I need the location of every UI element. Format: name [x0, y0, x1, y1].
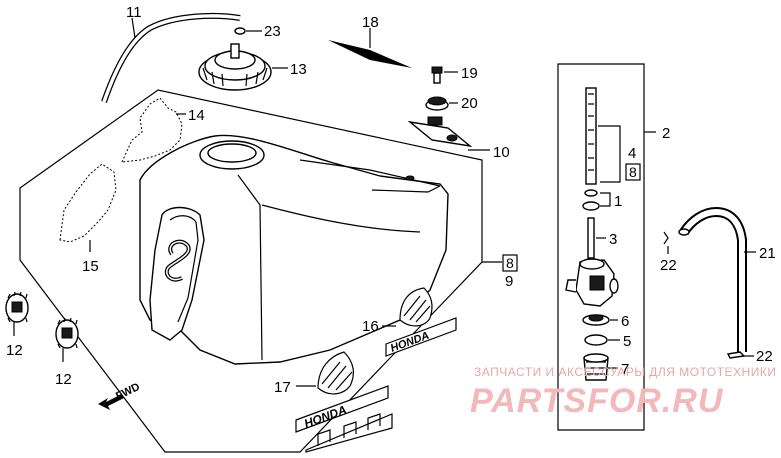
forward-arrow-icon: FWD: [98, 381, 142, 410]
cushion-12-b: [55, 317, 79, 349]
clip-22-a: [663, 231, 669, 245]
o-ring-5: [584, 334, 608, 346]
label-21: 21: [759, 245, 776, 262]
label-17: 17: [274, 379, 291, 396]
label-9: 9: [505, 273, 513, 290]
label-22a: 22: [660, 257, 677, 274]
filler-cap-13: [198, 43, 272, 91]
washer-20: [425, 96, 449, 111]
label-1: 1: [614, 193, 622, 210]
clip-23: [234, 27, 246, 35]
sediment-cup-7: [583, 353, 609, 381]
label-20: 20: [461, 95, 478, 112]
label-19: 19: [461, 65, 478, 82]
boxed-8-tank: [502, 254, 518, 272]
boxed-8-petcock: [625, 163, 641, 181]
breather-tube-11: [101, 12, 241, 103]
strainer-tube-4: [585, 87, 597, 185]
bracket-10: [407, 116, 473, 148]
tube-3: [587, 217, 595, 259]
bolt-19: [431, 66, 443, 84]
label-10: 10: [493, 144, 510, 161]
tank-assembly-outline: [19, 89, 483, 453]
honda-text-17: HONDA: [302, 403, 348, 431]
watermark-brand: PARTSFOR.RU: [470, 382, 724, 420]
petcock-valve: [565, 258, 619, 307]
decal-14: [121, 97, 183, 163]
label-12a: 12: [6, 342, 23, 359]
strip-18: [328, 40, 412, 68]
label-18: 18: [362, 14, 379, 31]
label-5: 5: [623, 333, 631, 350]
label-16: 16: [362, 318, 379, 335]
label-13: 13: [290, 61, 307, 78]
o-ring-1b: [582, 201, 600, 211]
label-15: 15: [82, 258, 99, 275]
fuel-hose-21: [678, 206, 747, 352]
petcock-assembly-outline: [557, 63, 645, 431]
label-23: 23: [264, 23, 281, 40]
label-8-petcock: 8: [629, 164, 637, 180]
cushion-12-a: [5, 291, 29, 323]
label-12b: 12: [55, 371, 72, 388]
label-22b: 22: [756, 348, 773, 365]
label-6: 6: [621, 313, 629, 330]
label-11: 11: [126, 4, 142, 21]
clip-22-b: [726, 351, 746, 359]
label-7: 7: [621, 361, 629, 378]
honda-text-16: HONDA: [389, 330, 431, 355]
fwd-text: FWD: [114, 381, 142, 403]
label-4: 4: [628, 145, 636, 162]
label-3: 3: [609, 231, 617, 248]
label-2: 2: [662, 125, 670, 142]
label-8-tank: 8: [506, 255, 514, 271]
decal-15: [59, 163, 117, 243]
honda-emblem-16: HONDA: [385, 287, 457, 357]
o-ring-1a: [584, 189, 598, 197]
gasket-6: [582, 314, 610, 326]
label-14: 14: [188, 107, 205, 124]
fuel-tank-body: [139, 134, 449, 365]
watermark-tagline: ЗАПЧАСТИ И АКСЕССУАРЫ ДЛЯ МОТОТЕХНИКИ: [474, 365, 776, 379]
honda-decal-17: HONDA: [295, 351, 393, 453]
